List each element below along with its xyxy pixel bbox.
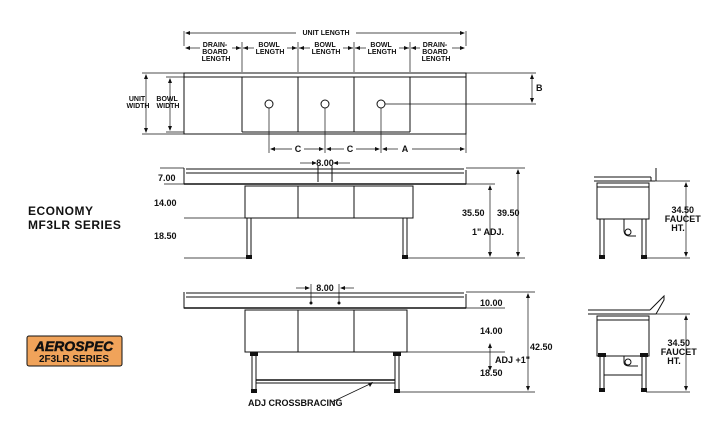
dim-b-label: B: [536, 83, 543, 93]
aerospec-crossbracing-label: ADJ CROSSBRACING: [248, 398, 343, 408]
economy-front-view: 8.00 7.00 14.00 18.50 35.50 39.50 1" ADJ…: [154, 158, 525, 259]
bowl-length-label-1: BOWL LENGTH: [256, 42, 285, 56]
economy-backsplash: 7.00: [158, 173, 176, 183]
drainboard-length-right-label: DRAIN- BOARD LENGTH: [422, 42, 451, 63]
aerospec-faucet-spacing: 8.00: [316, 283, 334, 293]
drain-circle-1: [264, 99, 274, 109]
aerospec-side-view: 34.50 FAUCET HT.: [588, 294, 700, 393]
top-view: UNIT LENGTH DRAIN- BOARD LENGTH: [127, 30, 543, 154]
drainboard-length-left-label: DRAIN- BOARD LENGTH: [202, 42, 231, 63]
aerospec-backsplash: 10.00: [480, 298, 503, 308]
economy-faucet-spacing: 8.00: [316, 158, 334, 168]
drain-circle-2: [320, 99, 330, 109]
aerospec-overall-height: 42.50: [530, 342, 553, 352]
unit-length-label: UNIT LENGTH: [302, 30, 349, 37]
aerospec-leg-height: 18.50: [480, 368, 503, 378]
economy-series-name: MF3LR SERIES: [28, 218, 121, 232]
bowl-length-label-3: BOWL LENGTH: [368, 42, 397, 56]
bowl-length-label-2: BOWL LENGTH: [312, 42, 341, 56]
aerospec-front-view: 8.00 10.00 14.00 ADJ +1" 18.50 42.50 ADJ…: [183, 283, 553, 408]
aerospec-logo-text: AEROSPEC: [34, 338, 114, 354]
economy-faucet-height: 34.50 FAUCET HT.: [665, 205, 704, 233]
drain-circle-3: [376, 99, 386, 109]
economy-bowl-depth: 14.00: [154, 198, 177, 208]
aerospec-faucet-height: 34.50 FAUCET HT.: [661, 338, 700, 366]
economy-working-height: 35.50: [462, 208, 485, 218]
aerospec-series: AEROSPEC 2F3LR SERIES: [26, 283, 700, 408]
economy-overall-height: 39.50: [497, 208, 520, 218]
dim-c-label-2: C: [347, 144, 354, 154]
aerospec-adjustment: ADJ +1": [495, 355, 530, 365]
dim-c-label-1: C: [295, 144, 302, 154]
aerospec-bowl-depth: 14.00: [480, 326, 503, 336]
economy-side-view: 34.50 FAUCET HT.: [594, 168, 704, 259]
aerospec-series-name: 2F3LR SERIES: [39, 354, 109, 365]
dim-a-label: A: [402, 144, 409, 154]
unit-width-label: UNIT WIDTH: [127, 96, 150, 110]
economy-series: ECONOMY MF3LR SERIES 8.00 7.00: [28, 158, 704, 259]
bowl-width-label: BOWL WIDTH: [156, 96, 179, 110]
economy-adjustment: 1" ADJ.: [472, 227, 504, 237]
economy-title: ECONOMY: [28, 204, 94, 218]
aerospec-logo: AEROSPEC 2F3LR SERIES: [26, 335, 123, 367]
economy-leg-height: 18.50: [154, 231, 177, 241]
